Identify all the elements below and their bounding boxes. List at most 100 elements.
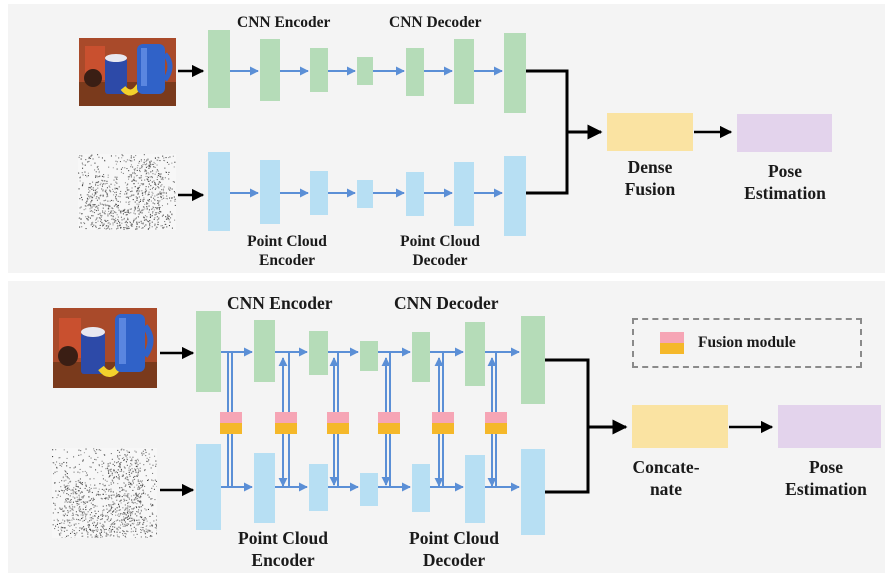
point bbox=[139, 522, 141, 524]
point bbox=[123, 466, 125, 468]
point bbox=[91, 222, 93, 224]
point bbox=[89, 525, 91, 527]
point bbox=[63, 449, 65, 451]
point bbox=[108, 225, 110, 227]
point bbox=[97, 472, 99, 474]
point bbox=[89, 466, 91, 468]
point bbox=[115, 511, 117, 513]
point bbox=[108, 166, 110, 168]
point bbox=[116, 161, 118, 163]
point bbox=[123, 449, 125, 451]
point bbox=[158, 187, 160, 189]
point bbox=[124, 523, 126, 525]
point bbox=[58, 490, 60, 492]
point bbox=[173, 166, 175, 168]
point bbox=[116, 199, 118, 201]
point bbox=[115, 496, 117, 498]
point bbox=[83, 209, 85, 211]
point bbox=[115, 191, 117, 193]
point bbox=[102, 195, 104, 197]
point bbox=[90, 186, 92, 188]
point bbox=[138, 177, 140, 179]
point bbox=[96, 196, 98, 198]
point bbox=[88, 191, 90, 193]
point bbox=[109, 526, 111, 528]
point bbox=[133, 156, 135, 158]
point bbox=[134, 169, 136, 171]
point bbox=[62, 490, 64, 492]
point bbox=[89, 208, 91, 210]
point bbox=[148, 164, 150, 166]
point bbox=[124, 493, 126, 495]
point bbox=[113, 205, 115, 207]
point bbox=[116, 507, 118, 509]
point bbox=[102, 524, 104, 526]
point bbox=[66, 501, 68, 503]
point bbox=[121, 475, 123, 477]
point bbox=[157, 212, 159, 214]
point bbox=[95, 529, 97, 531]
point bbox=[125, 461, 127, 463]
concatenate-label: Concate-nate bbox=[632, 457, 700, 499]
point bbox=[119, 491, 121, 493]
point bbox=[96, 176, 98, 178]
point bbox=[82, 512, 84, 514]
point bbox=[131, 174, 133, 176]
point bbox=[140, 510, 142, 512]
point bbox=[136, 465, 138, 467]
point bbox=[76, 496, 78, 498]
point bbox=[97, 181, 99, 183]
point bbox=[117, 469, 119, 471]
point bbox=[109, 200, 111, 202]
point bbox=[125, 507, 127, 509]
point bbox=[103, 525, 105, 527]
point bbox=[110, 468, 112, 470]
point bbox=[63, 515, 65, 517]
point bbox=[124, 499, 126, 501]
point bbox=[135, 465, 137, 467]
point bbox=[87, 532, 89, 534]
point bbox=[151, 177, 153, 179]
point bbox=[137, 189, 139, 191]
point bbox=[90, 224, 92, 226]
point bbox=[135, 497, 137, 499]
point bbox=[102, 190, 104, 192]
point bbox=[132, 480, 134, 482]
point bbox=[93, 506, 95, 508]
point bbox=[116, 527, 118, 529]
pc-block bbox=[260, 160, 280, 224]
point bbox=[153, 166, 155, 168]
point bbox=[67, 524, 69, 526]
point bbox=[116, 514, 118, 516]
point bbox=[101, 215, 103, 217]
point bbox=[132, 511, 134, 513]
point bbox=[170, 200, 172, 202]
point bbox=[168, 218, 170, 220]
point bbox=[138, 482, 140, 484]
point bbox=[76, 501, 78, 503]
point bbox=[86, 531, 88, 533]
point bbox=[118, 494, 120, 496]
point bbox=[96, 166, 98, 168]
point bbox=[83, 503, 85, 505]
point bbox=[96, 199, 98, 201]
point bbox=[89, 190, 91, 192]
point bbox=[78, 530, 80, 532]
point bbox=[54, 508, 56, 510]
point bbox=[145, 224, 147, 226]
point bbox=[130, 513, 132, 515]
point bbox=[70, 499, 72, 501]
point bbox=[149, 515, 151, 517]
point bbox=[68, 519, 70, 521]
point bbox=[89, 157, 91, 159]
point bbox=[110, 496, 112, 498]
point bbox=[94, 505, 96, 507]
point bbox=[135, 493, 137, 495]
point bbox=[124, 504, 126, 506]
point bbox=[108, 471, 110, 473]
fusion-module bbox=[275, 412, 297, 434]
point bbox=[122, 167, 124, 169]
point bbox=[145, 218, 147, 220]
point bbox=[56, 497, 58, 499]
